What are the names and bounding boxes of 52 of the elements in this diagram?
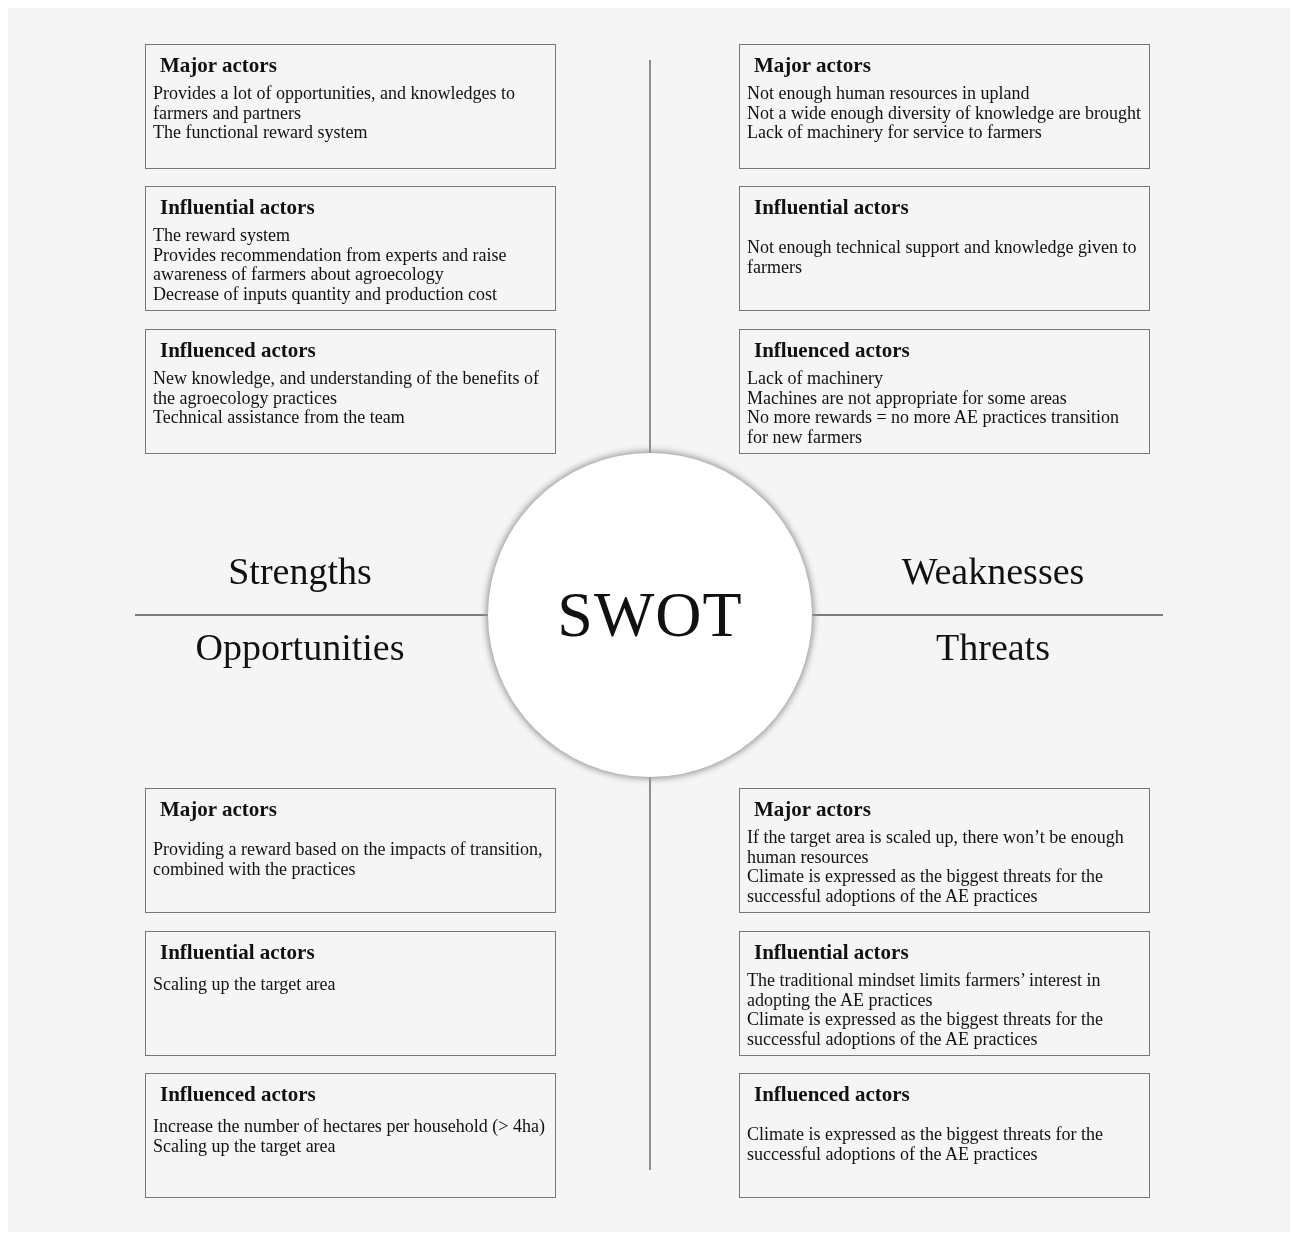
box-heading: Influenced actors bbox=[754, 1082, 911, 1107]
box-heading: Influenced actors bbox=[160, 338, 317, 363]
body-text: Lack of machinery bbox=[747, 369, 884, 389]
box-heading: Major actors bbox=[160, 797, 278, 822]
body-text: Scaling up the target area bbox=[153, 975, 337, 995]
text-box bbox=[145, 44, 556, 169]
quadrant-label: Opportunities bbox=[195, 625, 405, 669]
body-text: Technical assistance from the team bbox=[153, 408, 406, 428]
text-box bbox=[739, 44, 1150, 169]
center-title: SWOT bbox=[557, 578, 743, 652]
body-text: Climate is expressed as the biggest threats for the successful adoptions of the AE practices bbox=[747, 867, 1104, 906]
text-box bbox=[145, 788, 556, 913]
text-box bbox=[739, 931, 1150, 1056]
box-heading: Influential actors bbox=[160, 940, 316, 965]
text-box bbox=[739, 788, 1150, 913]
body-text: If the target area is scaled up, there won’t be enough human resources bbox=[747, 828, 1125, 867]
box-heading: Influential actors bbox=[160, 195, 316, 220]
quadrant-label: Strengths bbox=[228, 549, 372, 593]
body-text: Provides recommendation from experts and raise awareness of farmers about agroecology bbox=[153, 245, 508, 285]
text-box bbox=[739, 186, 1150, 311]
box-heading: Major actors bbox=[754, 53, 872, 78]
body-text: The traditional mindset limits farmers’ interest in adopting the AE practices bbox=[747, 971, 1102, 1010]
body-text: No more rewards = no more AE practices transition for new farmers bbox=[747, 408, 1121, 447]
body-text: Not enough human resources in upland bbox=[747, 84, 1031, 104]
box-heading: Influential actors bbox=[754, 195, 910, 220]
box-heading: Influential actors bbox=[754, 940, 910, 965]
body-text: The functional reward system bbox=[153, 123, 369, 143]
box-heading: Major actors bbox=[160, 53, 278, 78]
body-text: Providing a reward based on the impacts of transition, combined with the practices bbox=[153, 840, 544, 879]
body-text: New knowledge, and understanding of the benefits of the agroecology practices bbox=[153, 369, 540, 408]
text-box bbox=[739, 1073, 1150, 1198]
text-box bbox=[145, 186, 556, 311]
body-text: The reward system bbox=[153, 226, 291, 246]
body-text: Not enough technical support and knowledge given to farmers bbox=[747, 238, 1138, 277]
body-text: Climate is expressed as the biggest threats for the successful adoptions of the AE practices bbox=[747, 1010, 1104, 1049]
quadrant-label: Weaknesses bbox=[901, 549, 1085, 593]
body-text: Provides a lot of opportunities, and knowledges to farmers and partners bbox=[153, 84, 516, 123]
body-text: Increase the number of hectares per household (> 4ha) bbox=[153, 1117, 546, 1137]
body-text: Decrease of inputs quantity and production cost bbox=[153, 284, 498, 304]
body-text: Scaling up the target area bbox=[153, 1136, 337, 1156]
text-box bbox=[739, 329, 1150, 454]
text-box bbox=[145, 931, 556, 1056]
quadrant-label: Threats bbox=[936, 625, 1050, 669]
body-text: Lack of machinery for service to farmers bbox=[747, 123, 1042, 143]
body-text: Machines are not appropriate for some areas bbox=[747, 388, 1068, 408]
body-text: Climate is expressed as the biggest threats for the successful adoptions of the AE practices bbox=[747, 1125, 1104, 1164]
text-box bbox=[145, 329, 556, 454]
box-heading: Influenced actors bbox=[754, 338, 911, 363]
box-heading: Major actors bbox=[754, 797, 872, 822]
text-box bbox=[145, 1073, 556, 1198]
body-text: Not a wide enough diversity of knowledge are brought bbox=[747, 103, 1142, 123]
box-heading: Influenced actors bbox=[160, 1082, 317, 1107]
